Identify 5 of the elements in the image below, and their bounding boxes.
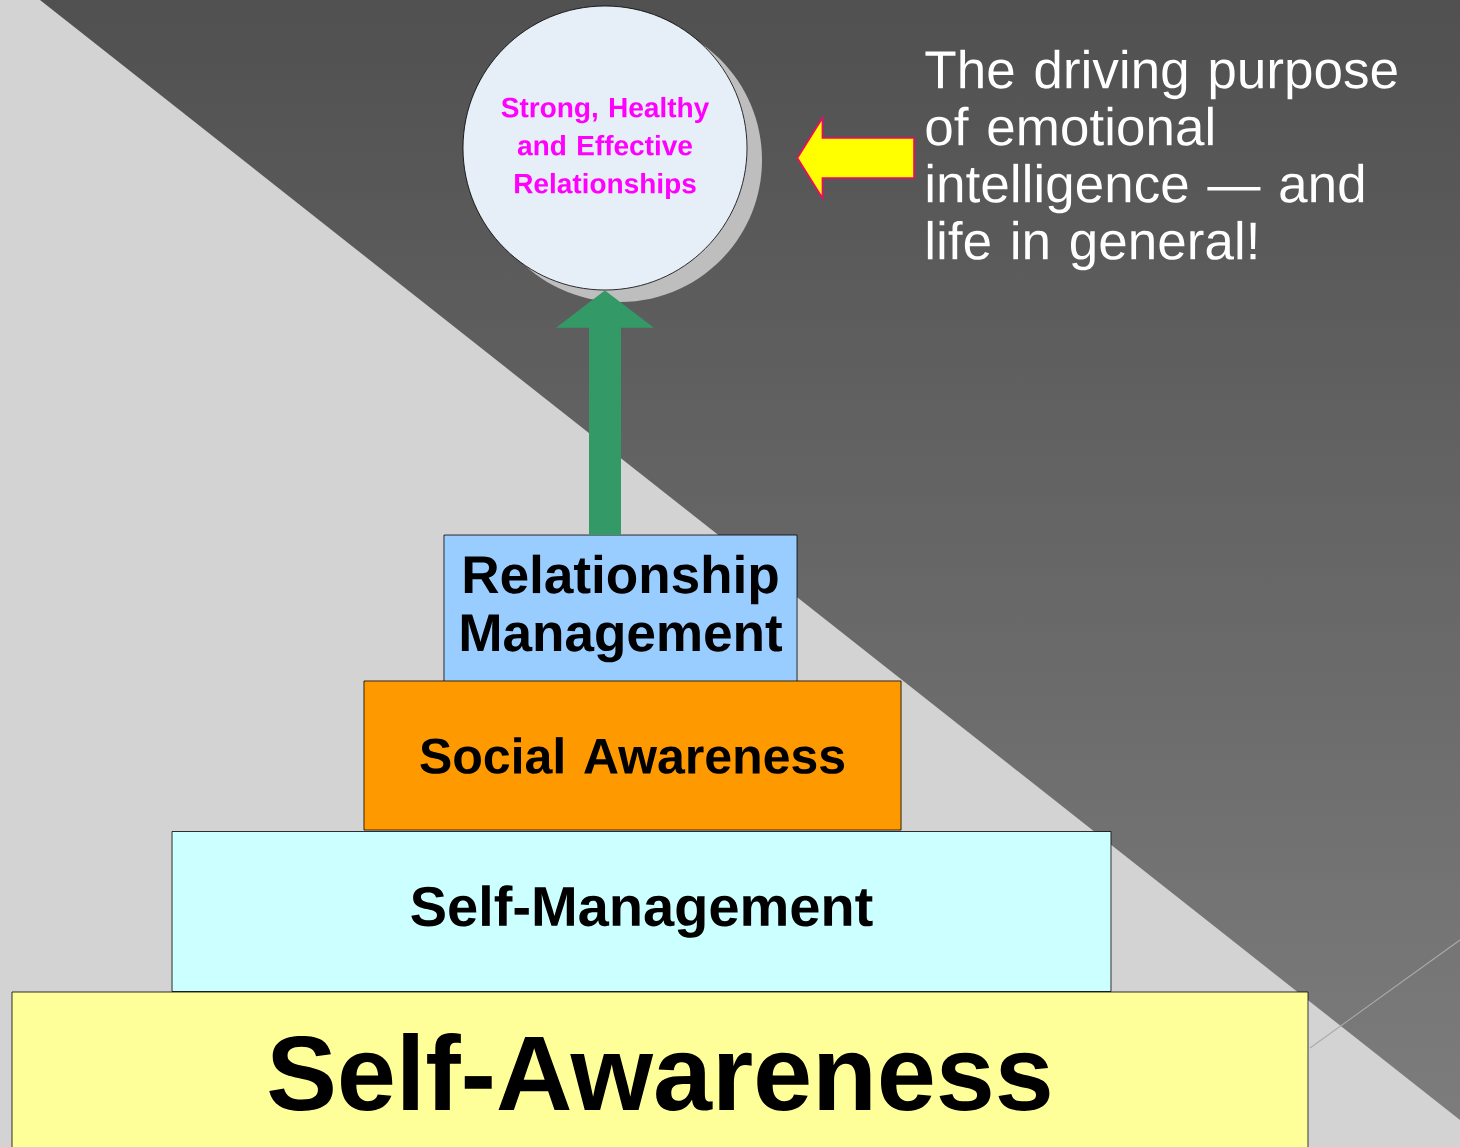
pyramid-tier: Self-Awareness (11, 991, 1309, 1147)
pyramid-tier: Self-Management (171, 831, 1112, 992)
pyramid-tier: Relationship Management (443, 534, 798, 683)
pyramid-tier: Social Awareness (363, 680, 902, 831)
callout-text: The driving purpose of emotional intelligence — and life in general! (925, 49, 1397, 271)
